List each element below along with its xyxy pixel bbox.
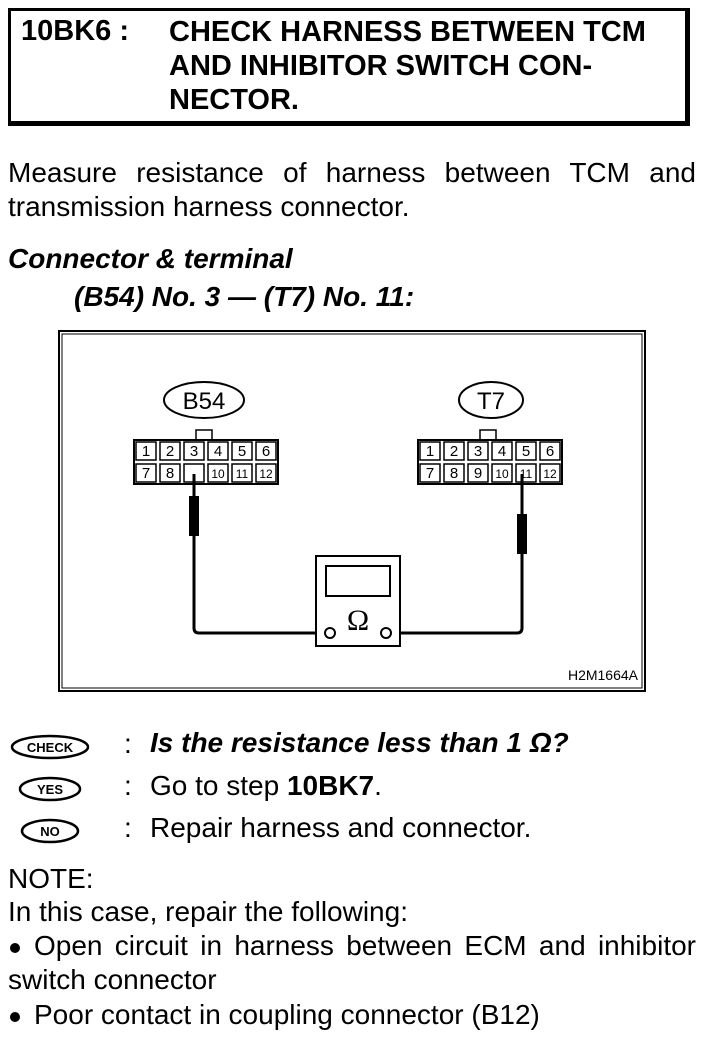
connector-pin-label: 7 xyxy=(426,465,434,482)
connector-pin-label: 8 xyxy=(450,465,458,482)
connector-pin-label: 9 xyxy=(474,465,482,482)
yes-step-link[interactable]: 10BK7 xyxy=(286,770,375,801)
connector-pin-label: 7 xyxy=(142,465,150,482)
connector-pin xyxy=(467,441,489,461)
yes-badge-icon: YES xyxy=(18,776,82,802)
step-header-box: 10BK6 : CHECK HARNESS BETWEEN TCM AND IN… xyxy=(8,8,690,126)
svg-text:CHECK: CHECK xyxy=(27,740,74,755)
connector-pin-label: 11 xyxy=(236,467,249,481)
connector-pin-label: 2 xyxy=(166,443,174,460)
connector-pin xyxy=(207,441,229,461)
no-colon: : xyxy=(124,812,132,843)
bullet-icon xyxy=(10,942,20,953)
connector-pin-label: 10 xyxy=(211,467,225,481)
bullet-icon xyxy=(10,1011,20,1022)
no-answer: Repair harness and connector. xyxy=(150,812,532,843)
note-label: NOTE: xyxy=(8,863,94,894)
instruction-text: Measure resistance of harness between TC… xyxy=(8,157,696,222)
connector-heading: Connector & terminal xyxy=(8,243,293,274)
svg-text:T7: T7 xyxy=(477,388,505,415)
right-probe-wire xyxy=(388,474,527,635)
connector-pin xyxy=(159,463,181,483)
connector-pin xyxy=(255,441,277,461)
connector-pin-label: 6 xyxy=(546,443,554,460)
step-title: CHECK HARNESS BETWEEN TCM AND INHIBITOR … xyxy=(169,16,646,116)
note-item: Open circuit in harness between ECM and … xyxy=(8,929,696,997)
yes-suffix: . xyxy=(374,770,382,801)
connector-pin xyxy=(467,463,489,483)
connector-pin-label: 2 xyxy=(450,443,458,460)
note-intro: In this case, repair the following: xyxy=(8,896,408,927)
step-code: 10BK6 : xyxy=(21,15,129,47)
left-connector-label: B54 xyxy=(163,381,245,419)
check-question: Is the resistance less than 1 Ω? xyxy=(150,727,569,758)
connector-pin xyxy=(443,441,465,461)
yes-colon: : xyxy=(124,770,132,801)
figure-id: H2M1664A xyxy=(568,667,639,683)
connector-pin-label: 5 xyxy=(522,443,530,460)
svg-text:NO: NO xyxy=(40,824,60,839)
right-connector-label: T7 xyxy=(458,381,524,419)
check-badge-icon: CHECK xyxy=(10,734,90,760)
connector-pin xyxy=(491,463,513,483)
yes-prefix: Go to step xyxy=(150,770,287,801)
left-probe-wire xyxy=(189,474,328,635)
connector-pin-label: 10 xyxy=(495,467,509,481)
note-item-text: Poor contact in coupling connector (B12) xyxy=(34,999,540,1030)
connector-pin xyxy=(159,441,181,461)
connector-pin-label: 12 xyxy=(259,467,273,481)
ohm-icon: Ω xyxy=(347,604,369,637)
connector-pin-label: 12 xyxy=(543,467,557,481)
connector-pin xyxy=(539,463,561,483)
connector-pin xyxy=(255,463,277,483)
connector-pin xyxy=(135,441,157,461)
note-item-text: Open circuit in harness between ECM and … xyxy=(8,930,696,995)
ohmmeter: Ω xyxy=(315,555,401,647)
connector-pin xyxy=(419,441,441,461)
connector-pin xyxy=(135,463,157,483)
check-colon: : xyxy=(124,728,132,759)
connector-pin-label: 1 xyxy=(142,443,150,460)
connector-pin-label: 6 xyxy=(262,443,270,460)
connector-pin-label: 5 xyxy=(238,443,246,460)
svg-text:B54: B54 xyxy=(183,388,226,415)
connector-spec: (B54) No. 3 — (T7) No. 11: xyxy=(74,281,415,312)
connector-pin-label: 3 xyxy=(190,443,198,460)
connector-pin xyxy=(515,441,537,461)
connector-pin-label: 4 xyxy=(498,443,506,460)
yes-answer: Go to step 10BK7. xyxy=(150,769,382,803)
connector-pin-label: 8 xyxy=(166,465,174,482)
note-item: Poor contact in coupling connector (B12) xyxy=(8,998,540,1032)
connector-pin xyxy=(183,441,205,461)
svg-text:YES: YES xyxy=(37,782,63,797)
connector-pin xyxy=(539,441,561,461)
connector-pin xyxy=(443,463,465,483)
connector-pin xyxy=(231,463,253,483)
connector-pin-label: 1 xyxy=(426,443,434,460)
connector-pin xyxy=(491,441,513,461)
connector-pin-label: 3 xyxy=(474,443,482,460)
no-badge-icon: NO xyxy=(20,818,80,844)
connector-pin xyxy=(231,441,253,461)
connector-pin xyxy=(419,463,441,483)
connector-pin xyxy=(207,463,229,483)
connector-pin-label: 4 xyxy=(214,443,222,460)
